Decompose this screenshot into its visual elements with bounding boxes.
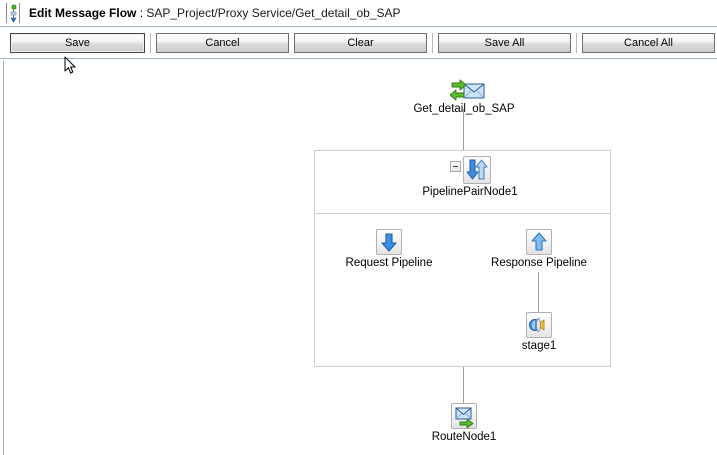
node-proxy-service[interactable]: Get_detail_ob_SAP xyxy=(384,79,544,116)
save-all-button-label: Save All xyxy=(484,37,525,49)
node-route-label: RouteNode1 xyxy=(431,431,497,443)
action-button-bar: Save Cancel Clear Save All Cancel All xyxy=(0,28,717,59)
clear-button-label: Clear xyxy=(347,37,374,49)
cancel-button-label: Cancel xyxy=(205,37,240,49)
node-pipeline-pair-label: PipelinePairNode1 xyxy=(422,186,518,198)
collapse-toggle-icon[interactable] xyxy=(449,160,461,172)
window-titlebar: Edit Message Flow : SAP_Project/Proxy Se… xyxy=(0,0,717,27)
connector-proxy-to-pair xyxy=(463,109,464,150)
message-flow-canvas[interactable]: Get_detail_ob_SAP PipelinePairNode1 R xyxy=(3,61,717,455)
connector-response-to-stage xyxy=(538,272,539,314)
pipeline-pair-container xyxy=(314,150,611,367)
node-route[interactable]: RouteNode1 xyxy=(384,403,544,444)
stage-icon xyxy=(526,312,552,338)
cancel-all-button[interactable]: Cancel All xyxy=(582,33,715,53)
node-response-pipeline-label: Response Pipeline xyxy=(491,257,587,269)
arrow-up-icon xyxy=(526,229,552,255)
message-flow-icon xyxy=(6,3,22,23)
button-separator xyxy=(576,33,577,53)
save-all-button[interactable]: Save All xyxy=(438,33,571,53)
pipeline-pair-icon xyxy=(462,156,491,184)
page-title: Edit Message Flow : SAP_Project/Proxy Se… xyxy=(29,6,401,20)
cancel-button[interactable]: Cancel xyxy=(156,33,289,53)
button-separator xyxy=(150,33,151,53)
page-title-bold: Edit Message Flow xyxy=(29,6,137,20)
clear-button[interactable]: Clear xyxy=(294,33,427,53)
node-proxy-service-label: Get_detail_ob_SAP xyxy=(413,103,515,115)
proxy-service-icon xyxy=(449,79,485,101)
connector-pair-to-route xyxy=(463,367,464,404)
node-stage-label: stage1 xyxy=(521,340,557,352)
button-separator xyxy=(432,33,433,53)
pipeline-pair-divider xyxy=(314,213,611,214)
page-title-separator: : xyxy=(136,6,147,20)
save-button-label: Save xyxy=(64,37,91,49)
node-request-pipeline[interactable]: Request Pipeline xyxy=(309,229,469,270)
arrow-down-icon xyxy=(376,229,402,255)
node-stage[interactable]: stage1 xyxy=(459,312,619,353)
node-pipeline-pair[interactable]: PipelinePairNode1 xyxy=(390,156,550,199)
node-request-pipeline-label: Request Pipeline xyxy=(345,257,433,269)
save-button[interactable]: Save xyxy=(10,33,145,53)
cancel-all-button-label: Cancel All xyxy=(624,37,673,49)
route-node-icon xyxy=(451,403,477,429)
node-response-pipeline[interactable]: Response Pipeline xyxy=(459,229,619,270)
page-title-path: SAP_Project/Proxy Service/Get_detail_ob_… xyxy=(146,6,401,20)
